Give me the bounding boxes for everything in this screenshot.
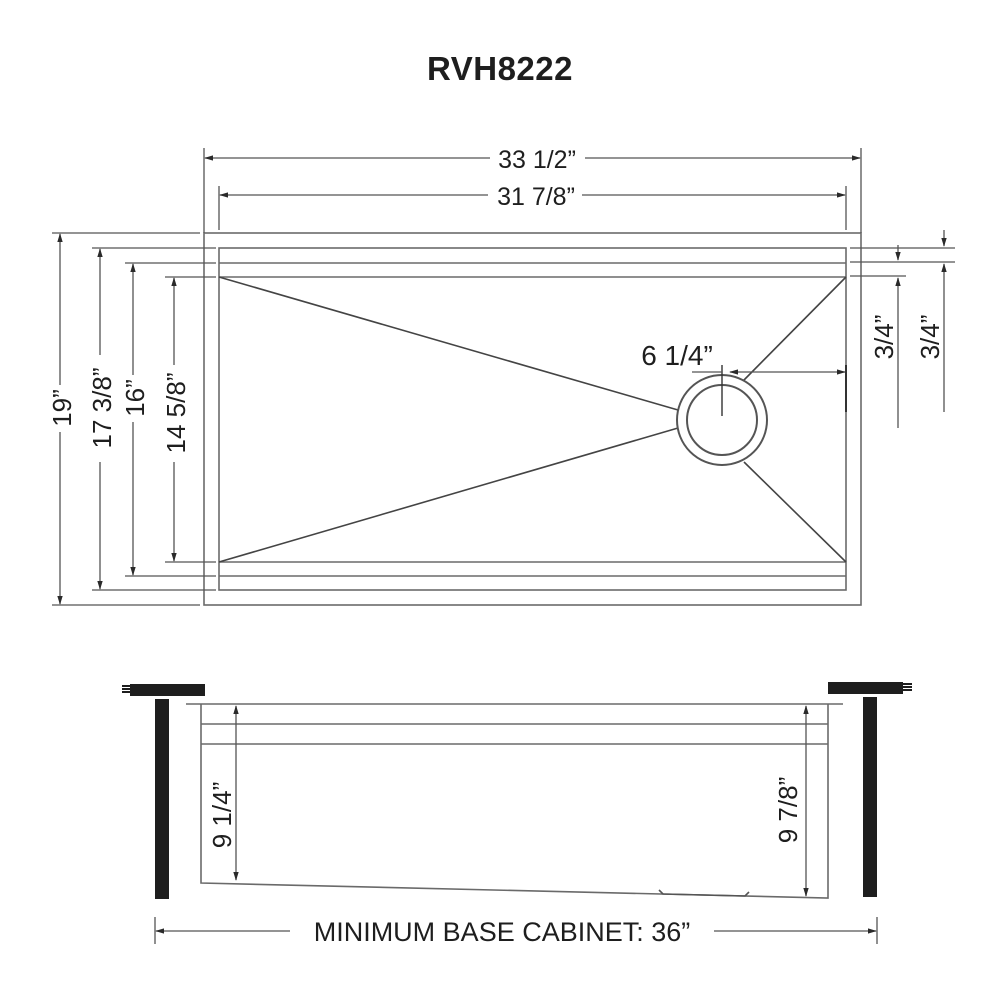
outer-flange [203, 232, 862, 606]
dim-overall-depth: 19” [47, 389, 77, 427]
dim-min-cabinet: MINIMUM BASE CABINET: 36” [314, 917, 691, 947]
dim-drain-offset: 6 1/4” [641, 340, 713, 371]
slope-line [743, 276, 847, 381]
dim-overall-width: 33 1/2” [498, 146, 576, 174]
dim-inner-width: 31 7/8” [497, 183, 575, 211]
dim-depth-2: 17 3/8” [87, 368, 117, 449]
cabinet-wall-left [155, 699, 169, 899]
top-view [203, 232, 862, 606]
countertop-right [828, 682, 912, 694]
inner-rim [218, 247, 847, 591]
countertop-left [122, 684, 205, 696]
slope-line [218, 276, 679, 411]
slope-line [218, 427, 679, 563]
dim-ledge-2: 3/4” [915, 315, 945, 360]
cabinet-wall-right [863, 697, 877, 897]
slope-line [743, 461, 847, 563]
dim-bowl-depth: 14 5/8” [161, 373, 191, 454]
sink-side-profile [186, 703, 843, 899]
dim-ledge-1: 3/4” [869, 315, 899, 360]
model-title: RVH8222 [427, 50, 573, 87]
dim-front-height: 9 1/4” [207, 782, 237, 849]
dim-depth-3: 16” [120, 379, 150, 417]
dim-rear-height: 9 7/8” [773, 777, 803, 844]
